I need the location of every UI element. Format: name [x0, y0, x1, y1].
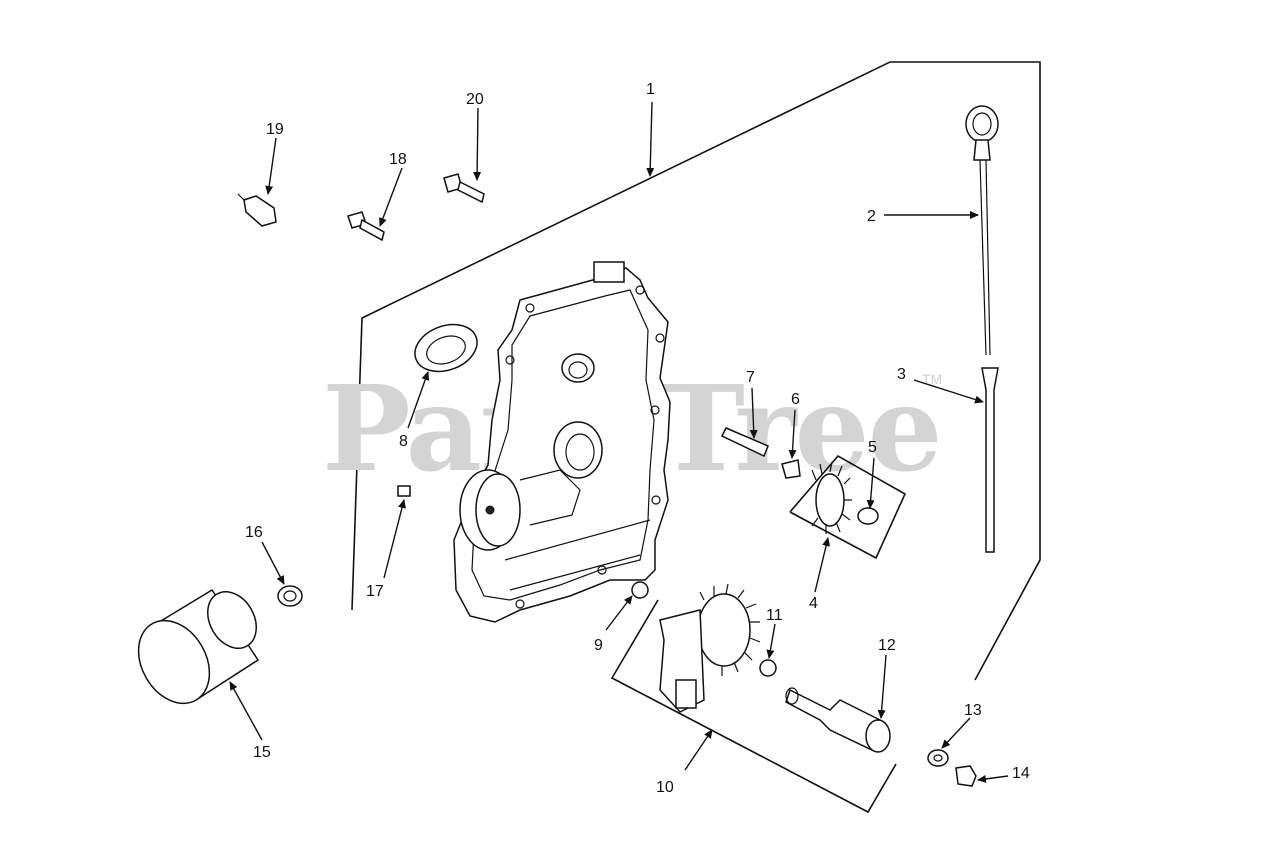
oil-seal — [414, 323, 478, 373]
callout-17: 17 — [366, 583, 384, 600]
callout-7: 7 — [746, 369, 755, 386]
bolt-20 — [443, 173, 485, 204]
leader-lines — [229, 101, 1009, 783]
callout-1: 1 — [646, 81, 655, 98]
assembly-frame — [351, 61, 1041, 681]
callout-14: 14 — [1012, 765, 1030, 782]
bushing — [397, 485, 411, 497]
drain-plug — [955, 765, 977, 787]
callout-15: 15 — [253, 744, 271, 761]
oil-filter — [137, 588, 260, 705]
callout-12: 12 — [878, 637, 896, 654]
callout-20: 20 — [466, 91, 484, 108]
callout-4: 4 — [809, 595, 818, 612]
callout-11: 11 — [766, 607, 783, 624]
o-ring-11 — [759, 659, 777, 677]
dipstick-tube — [981, 367, 999, 553]
callout-10: 10 — [656, 779, 674, 796]
watermark-trademark: TM — [922, 371, 942, 387]
callout-16: 16 — [245, 524, 263, 541]
callout-labels: 1 2 3 4 5 6 7 8 9 10 11 12 13 14 15 16 1… — [245, 81, 1030, 796]
dipstick — [965, 105, 999, 356]
callout-3: 3 — [897, 366, 906, 383]
callout-19: 19 — [266, 121, 284, 138]
washer — [927, 749, 949, 767]
o-ring-9 — [631, 581, 649, 599]
callout-13: 13 — [964, 702, 982, 719]
oil-pump-assembly — [610, 583, 897, 814]
oil-pressure-switch — [237, 193, 277, 227]
nipple-fitting — [277, 585, 303, 607]
callout-9: 9 — [594, 637, 603, 654]
shaft-pin — [720, 427, 769, 458]
callout-5: 5 — [868, 439, 877, 456]
crankcase-cover — [453, 261, 671, 623]
pump-rotor — [785, 687, 891, 753]
callout-18: 18 — [389, 151, 407, 168]
callout-8: 8 — [399, 433, 408, 450]
callout-2: 2 — [867, 208, 876, 225]
bolt-18 — [347, 211, 385, 242]
governor-gear-assembly — [789, 454, 907, 560]
callout-6: 6 — [791, 391, 800, 408]
clip — [781, 459, 801, 479]
